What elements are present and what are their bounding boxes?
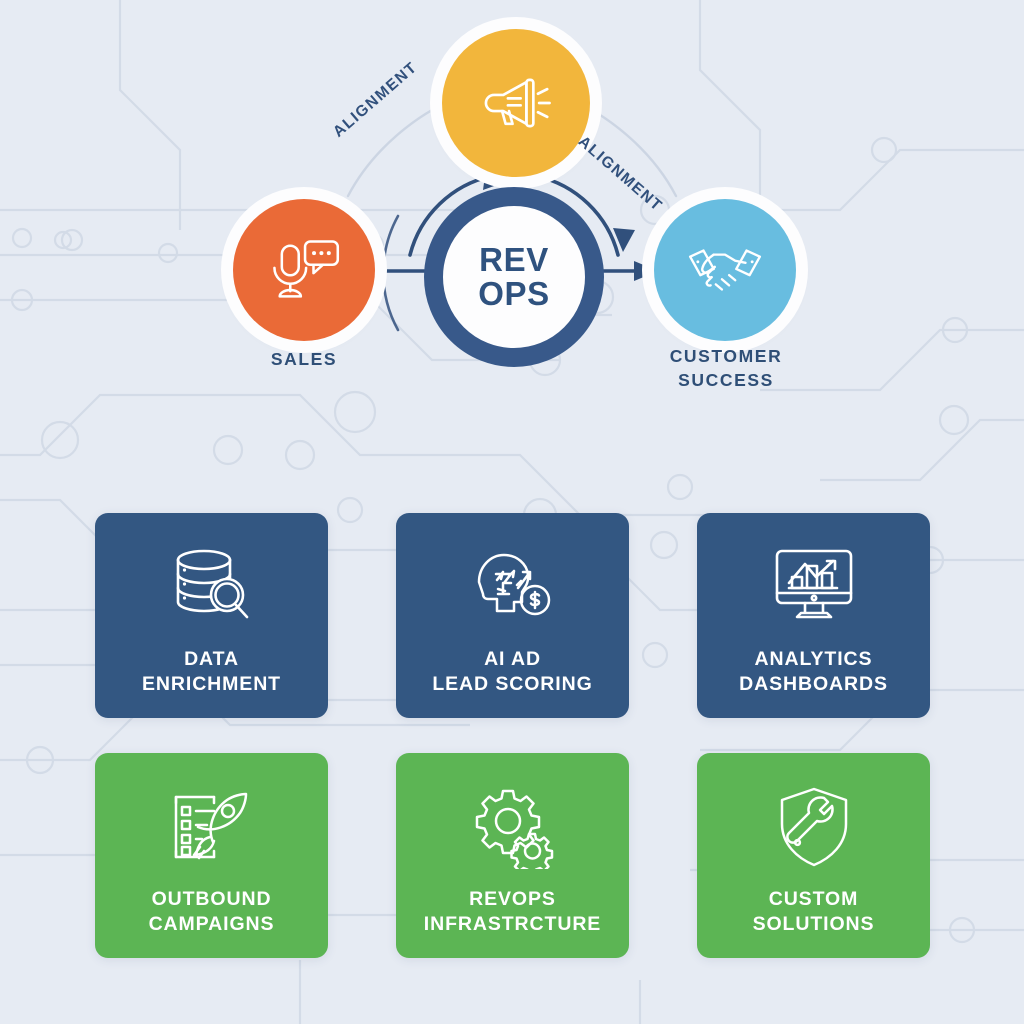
brain-money-growth-icon <box>465 539 561 635</box>
card-line1: DATA <box>184 648 239 670</box>
connector-label-alignment-left: ALIGNMENT <box>330 58 421 141</box>
card-line2: DASHBOARDS <box>739 672 888 695</box>
hub-label-sales: SALES <box>270 349 338 369</box>
hub-node-revops-center[interactable]: REV OPS <box>424 187 604 367</box>
monitor-chart-icon <box>767 539 861 635</box>
card-line1: REVOPS <box>469 888 556 910</box>
connector-label-alignment-right: ALIGNMENT <box>574 133 666 216</box>
shield-wrench-icon <box>771 779 857 875</box>
database-search-icon <box>166 539 258 635</box>
card-label-revops-infrastrcture: REVOPS INFRASTRCTURE <box>416 887 609 937</box>
hub-node-customer-success[interactable] <box>654 199 796 341</box>
card-line1: AI AD <box>484 648 541 670</box>
hub-label-customer-success-line2: SUCCESS <box>678 369 774 390</box>
megaphone-icon <box>479 66 553 140</box>
handshake-icon <box>684 237 766 303</box>
card-label-custom-solutions: CUSTOM SOLUTIONS <box>745 887 883 937</box>
card-line2: CAMPAIGNS <box>148 912 275 935</box>
hub-node-marketing[interactable] <box>442 29 590 177</box>
card-line2: SOLUTIONS <box>752 912 875 935</box>
hub-diagram: REV OPS SALES CUSTOMER SUCCESS ALIGNMENT… <box>0 0 1024 470</box>
card-ai-ad-lead-scoring[interactable]: AI AD LEAD SCORING <box>396 513 629 718</box>
rocket-checklist-icon <box>166 779 258 875</box>
card-line1: CUSTOM <box>768 888 859 910</box>
revops-line2: OPS <box>478 275 550 312</box>
card-revops-infrastrcture[interactable]: REVOPS INFRASTRCTURE <box>396 753 629 958</box>
card-label-analytics-dashboards: ANALYTICS DASHBOARDS <box>731 647 896 697</box>
hub-label-customer-success-line1: CUSTOMER <box>669 346 783 366</box>
card-line2: INFRASTRCTURE <box>423 912 602 935</box>
card-custom-solutions[interactable]: CUSTOM SOLUTIONS <box>697 753 930 958</box>
card-label-outbound-campaigns: OUTBOUND CAMPAIGNS <box>141 887 283 937</box>
gears-icon <box>467 779 559 875</box>
card-line1: OUTBOUND <box>151 888 272 910</box>
card-label-data-enrichment: DATA ENRICHMENT <box>134 647 289 697</box>
service-card-grid: DATA ENRICHMENT AI AD LEAD SCORING <box>95 513 930 958</box>
revops-line1: REV <box>479 241 549 279</box>
card-outbound-campaigns[interactable]: OUTBOUND CAMPAIGNS <box>95 753 328 958</box>
hub-node-sales[interactable] <box>233 199 375 341</box>
card-data-enrichment[interactable]: DATA ENRICHMENT <box>95 513 328 718</box>
card-line2: LEAD SCORING <box>432 672 593 695</box>
hub-label-customer-success: CUSTOMER SUCCESS <box>613 345 839 392</box>
card-line1: ANALYTICS <box>754 648 873 670</box>
card-label-ai-ad-lead-scoring: AI AD LEAD SCORING <box>424 647 600 697</box>
card-line2: ENRICHMENT <box>142 672 281 695</box>
microphone-chat-icon <box>266 235 342 305</box>
card-analytics-dashboards[interactable]: ANALYTICS DASHBOARDS <box>697 513 930 718</box>
